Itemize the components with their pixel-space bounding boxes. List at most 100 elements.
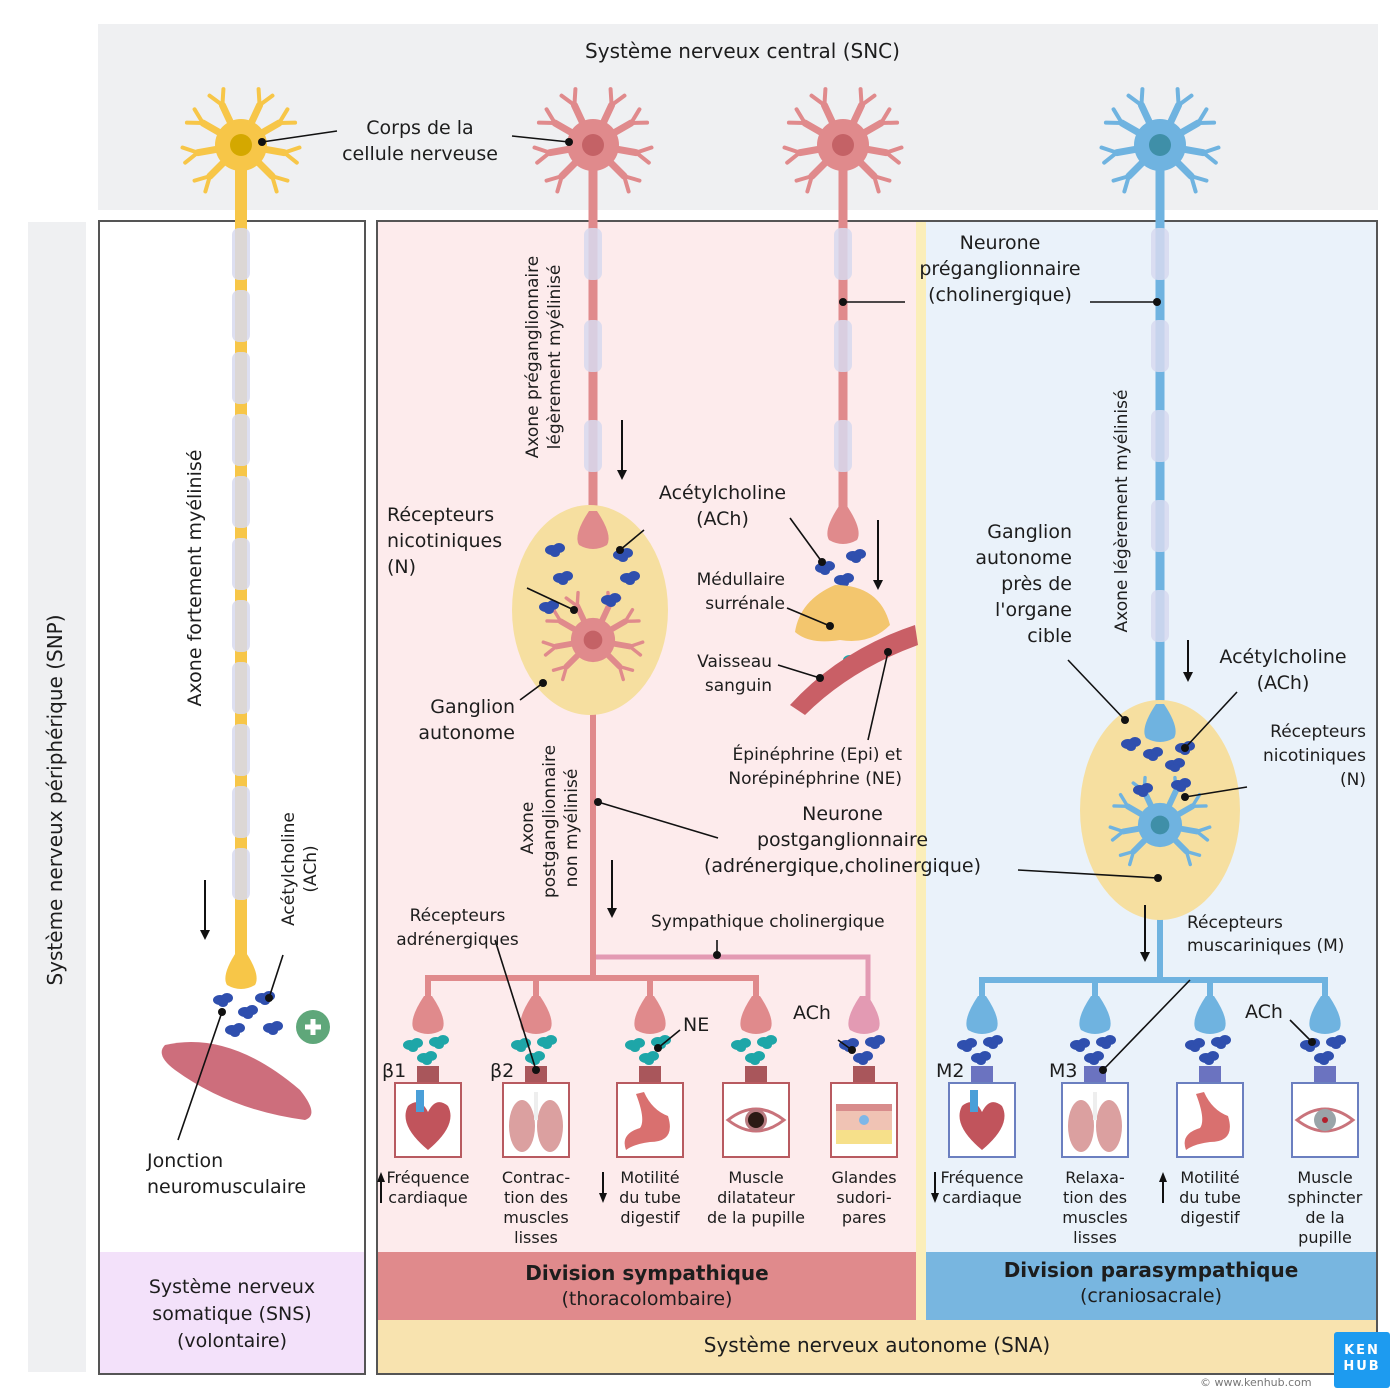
symp-adrenal-neuron [782,87,904,194]
para-pre-terminal [1144,704,1176,742]
para-effect-label: Fréquence cardiaque [940,1168,1024,1207]
symp-receptor-label: β1 [382,1060,407,1082]
symp-pre-neuron [532,87,654,194]
kenhub-logo[interactable]: KEN HUB [1334,1332,1390,1388]
leader-dot [826,622,834,630]
para-receptor [1199,1066,1221,1084]
organs [161,585,1359,1158]
dendrite-branch [183,150,200,165]
nucleus [832,134,854,156]
muscle-icon [161,1042,312,1120]
leader-dot [884,648,892,656]
para-effect-label: Muscle sphincter de la pupille [1287,1168,1363,1247]
adrenal-medulla-icon [795,585,890,642]
increase-arrow-head [1159,1172,1167,1182]
dendrite-branch [544,174,564,183]
ach-molecule [1165,758,1185,772]
dendrite-branch [1102,150,1119,165]
heart-icon [948,1082,1016,1158]
nucleus [583,630,603,650]
sympathetic-footer: Division sympathique (thoracolombaire) [378,1252,916,1320]
myelin-sheath [232,538,250,590]
ach-molecule [225,1023,245,1037]
para-target-terminal [1309,996,1341,1034]
para-target-terminal [966,996,998,1034]
leader-dot [839,298,847,306]
ne-molecule [625,1038,645,1052]
para-target-terminal [1079,996,1111,1034]
dendrite-branch [535,150,552,165]
para-receptor-label: M2 [936,1060,965,1082]
myelin-sheath [232,352,250,404]
dendrite-branch [270,174,290,183]
axons [232,150,1328,1005]
leader-dot [1121,716,1129,724]
dendrite-branch [282,150,299,165]
symp-pre-terminal [577,511,609,549]
ach-molecule [1185,1038,1205,1052]
leader-line [519,682,544,701]
muscarinic-label: Récepteurs muscariniques (M) [1187,913,1345,956]
ach-molecule [971,1051,991,1065]
dendrite-branch [872,174,881,194]
symp-cholinergic-label: Sympathique cholinergique [651,912,885,932]
dendrite-branch [256,87,262,108]
dendrite-branch [859,93,877,108]
dendrite-branch [180,145,200,155]
somatic-neuron [180,87,302,194]
symp-effect-label: Motilité du tube digestif [619,1168,681,1227]
leader-line [597,801,719,839]
ach-molecule [613,548,633,562]
ach-molecule [1096,1035,1116,1049]
ach-molecule [1070,1038,1090,1052]
dendrite-branch [884,145,904,155]
dendrite-branch [1108,825,1125,834]
symp-receptor [853,1066,875,1084]
dendrite-branch [1189,174,1198,194]
decrease-arrow-head [931,1193,939,1203]
myelin-sheath [1151,410,1169,462]
blood-vessel-icon [790,625,918,715]
dendrite-branch [1175,87,1181,108]
flow-arrow-head [873,580,883,590]
dendrite-branch [623,607,635,623]
leader-dot [713,951,721,959]
flow-arrows [200,420,1193,1203]
leader-dot [565,138,573,146]
stomach-icon [616,1082,684,1158]
myelin-sheath [1151,320,1169,372]
myelin-sheath [834,228,852,280]
ne-molecule [639,1051,659,1065]
plus-icon-cross [305,1019,321,1035]
adrenal-label: Médullaire surrénale [696,570,785,614]
dendrite-branch [543,644,558,657]
symp-nicotinic-label: Récepteurs nicotiniques (N) [387,504,503,578]
leader-line [1067,659,1126,721]
leader-line [1184,786,1248,798]
para-nicotinic-label: Récepteurs nicotiniques (N) [1262,722,1366,790]
ach-molecule [983,1035,1003,1049]
flow-arrow-head [200,930,210,940]
symp-receptor [417,1066,439,1084]
somatic-terminal [225,951,257,989]
myelin-sheath [232,724,250,776]
somatic-ach-label: Acétylcholine (ACh) [279,812,321,926]
symp-ganglion-label: Ganglion autonome [418,696,515,744]
dendrite-branch [1189,174,1209,183]
myelin-sheath [584,228,602,280]
symp-effect-label: Contrac- tion des muscles lisses [501,1168,571,1247]
myelin-sheath [834,420,852,472]
symp-branch-tree [425,960,759,1000]
ach-molecule [1211,1035,1231,1049]
dendrite-branch [609,93,627,108]
dendrite-branch [192,107,205,125]
dendrite-branch [1184,849,1192,867]
dendrite-branch [1110,829,1125,842]
ne-molecule [731,1038,751,1052]
symp-adrenal-terminal [827,506,859,544]
heart-icon [394,1082,462,1158]
ach-molecule [1314,1051,1334,1065]
symp-receptor [639,1066,661,1084]
ne-molecule [511,1038,531,1052]
dendrite-branch [559,93,577,108]
